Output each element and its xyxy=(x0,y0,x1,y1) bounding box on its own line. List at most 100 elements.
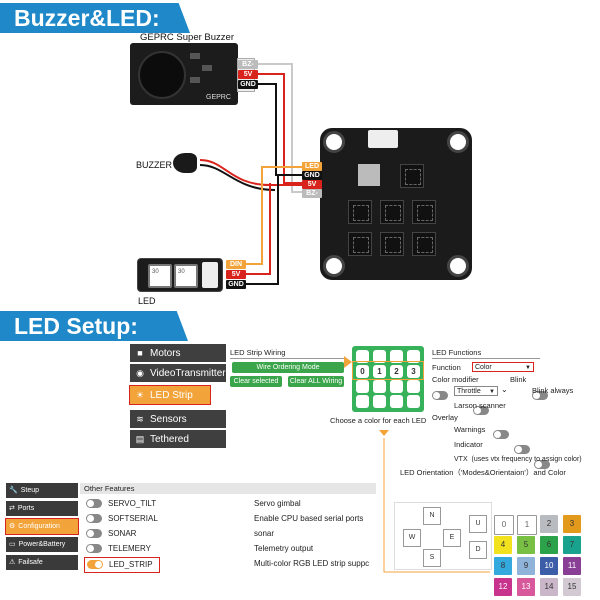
color-0[interactable]: 0 xyxy=(494,515,514,535)
pin-din-led: DIN xyxy=(226,260,246,269)
feature-telemery[interactable]: TELEMERY xyxy=(86,542,151,556)
arrow-down-icon xyxy=(379,430,389,436)
menu-item-tethered-logging[interactable]: ▤Tethered Logging xyxy=(130,430,226,463)
sonar-toggle[interactable] xyxy=(86,529,102,539)
direction-u[interactable]: U xyxy=(469,515,487,533)
fc-chip xyxy=(348,232,372,256)
buzzer-component-3 xyxy=(190,77,200,83)
failsafe-icon: ⚠ xyxy=(9,559,16,566)
wire-ordering-mode-button[interactable]: Wire Ordering Mode xyxy=(232,362,344,373)
direction-s[interactable]: S xyxy=(423,549,441,567)
direction-e[interactable]: E xyxy=(443,529,461,547)
side-menu-item-configuration[interactable]: ⚙Configuration xyxy=(5,518,79,535)
side-menu-item-failsafe[interactable]: ⚠Failsafe xyxy=(6,555,78,570)
larson-scanner-toggle[interactable] xyxy=(472,406,489,416)
feature-softserial[interactable]: SOFTSERIAL xyxy=(86,512,158,526)
softserial-desc: Enable CPU based serial ports xyxy=(254,514,364,523)
warnings-label: Warnings xyxy=(454,425,486,434)
pin-5v-led: 5V xyxy=(226,270,246,279)
led-grid-cell-3[interactable]: 3 xyxy=(407,365,420,378)
orientation-pad: N W E S U D xyxy=(394,502,492,570)
softserial-toggle[interactable] xyxy=(86,514,102,524)
color-5[interactable]: 5 xyxy=(517,536,535,554)
buzzer-component-2 xyxy=(202,65,212,71)
color-modifier-select[interactable]: Throttle ▼ xyxy=(454,386,498,396)
color-4[interactable]: 4 xyxy=(494,536,512,554)
tethered-logging-icon: ▤ xyxy=(135,434,145,444)
super-buzzer-board: GEPRC xyxy=(130,43,238,105)
color-8[interactable]: 8 xyxy=(494,557,512,575)
led-grid-cell-2[interactable]: 2 xyxy=(390,365,403,378)
buzzer-led-title: Buzzer&LED: xyxy=(0,3,190,33)
function-select[interactable]: Color ▼ xyxy=(472,362,534,372)
larson-scanner-label: Larson scanner xyxy=(454,401,506,410)
telemery-desc: Telemetry output xyxy=(254,544,314,553)
led-grid-cell[interactable] xyxy=(356,380,369,393)
warnings-toggle[interactable] xyxy=(493,430,510,440)
color-6[interactable]: 6 xyxy=(540,536,558,554)
servo-tilt-desc: Servo gimbal xyxy=(254,499,301,508)
menu-item-led-strip[interactable]: ☀LED Strip xyxy=(129,385,211,405)
led-grid-cell[interactable] xyxy=(407,350,420,363)
color-13[interactable]: 13 xyxy=(517,578,535,596)
color-14[interactable]: 14 xyxy=(540,578,558,596)
color-3[interactable]: 3 xyxy=(563,515,581,533)
color-1[interactable]: 1 xyxy=(517,515,537,535)
color-9[interactable]: 9 xyxy=(517,557,535,575)
super-buzzer-label: GEPRC Super Buzzer xyxy=(140,32,234,43)
led-grid-cell[interactable] xyxy=(373,380,386,393)
led-grid-cell[interactable] xyxy=(356,395,369,408)
pin-gnd-led: GND xyxy=(226,280,246,289)
color-10[interactable]: 10 xyxy=(540,557,558,575)
vtx-toggle[interactable] xyxy=(534,460,551,470)
pin-gnd-super: GND xyxy=(238,80,258,89)
led-grid-cell[interactable] xyxy=(390,395,403,408)
led-grid-cell[interactable] xyxy=(390,380,403,393)
servo-tilt-toggle[interactable] xyxy=(86,499,102,509)
blink-label: Blink xyxy=(510,375,527,384)
color-2[interactable]: 2 xyxy=(540,515,558,533)
color-7[interactable]: 7 xyxy=(563,536,581,554)
main-menu: ■Motors ◉VideoTransmitter ☀LED Strip ≋Se… xyxy=(129,344,226,463)
wire-din xyxy=(246,166,305,265)
menu-item-sensors[interactable]: ≋Sensors xyxy=(130,410,226,428)
feature-led-strip[interactable]: LED_STRIP xyxy=(84,557,160,573)
led-chip-mark-2: 30 xyxy=(178,269,185,275)
led-grid-cell[interactable] xyxy=(373,350,386,363)
side-menu-item-steup[interactable]: 🔧Steup xyxy=(6,483,78,498)
led-orientation-text: LED Orientation（'Modes&Orientaion'）and C… xyxy=(400,468,566,477)
led-grid-cell[interactable] xyxy=(356,350,369,363)
blink-toggle[interactable] xyxy=(532,391,549,401)
color-modifier-toggle[interactable] xyxy=(432,391,448,401)
telemery-toggle[interactable] xyxy=(86,544,102,554)
direction-n[interactable]: N xyxy=(423,507,441,525)
sonar-desc: sonar xyxy=(254,529,275,538)
led-grid-cell[interactable] xyxy=(407,380,420,393)
color-12[interactable]: 12 xyxy=(494,578,512,596)
side-menu-item-power-battery[interactable]: ▭Power&Battery xyxy=(6,537,78,552)
choose-color-text: Choose a color for each LED xyxy=(330,416,427,425)
led-grid-cell-1[interactable]: 1 xyxy=(373,365,386,378)
led-grid-cell-0[interactable]: 0 xyxy=(356,365,369,378)
feature-servo-tilt[interactable]: SERVO_TILT xyxy=(86,497,156,511)
fc-mount-hole xyxy=(447,255,469,277)
menu-item-videotransmitter[interactable]: ◉VideoTransmitter xyxy=(130,364,226,382)
direction-d[interactable]: D xyxy=(469,541,487,559)
clear-selected-button[interactable]: Clear selected xyxy=(230,376,282,387)
fc-chip xyxy=(412,200,436,224)
led-grid-cell[interactable] xyxy=(407,395,420,408)
led-grid-cell[interactable] xyxy=(373,395,386,408)
led-strip-toggle[interactable] xyxy=(87,560,103,570)
led-functions-underline xyxy=(432,358,540,359)
direction-w[interactable]: W xyxy=(403,529,421,547)
feature-sonar[interactable]: SONAR xyxy=(86,527,136,541)
led-grid-cell[interactable] xyxy=(390,350,403,363)
color-15[interactable]: 15 xyxy=(563,578,581,596)
led-functions-title: LED Functions xyxy=(432,348,482,357)
menu-item-motors[interactable]: ■Motors xyxy=(130,344,226,362)
pin-gnd-fc: GND xyxy=(302,171,322,180)
side-menu-item-ports[interactable]: ⇄Ports xyxy=(6,501,78,516)
indicator-toggle[interactable] xyxy=(513,445,530,455)
color-11[interactable]: 11 xyxy=(563,557,581,575)
clear-all-wiring-button[interactable]: Clear ALL Wiring xyxy=(288,376,344,387)
